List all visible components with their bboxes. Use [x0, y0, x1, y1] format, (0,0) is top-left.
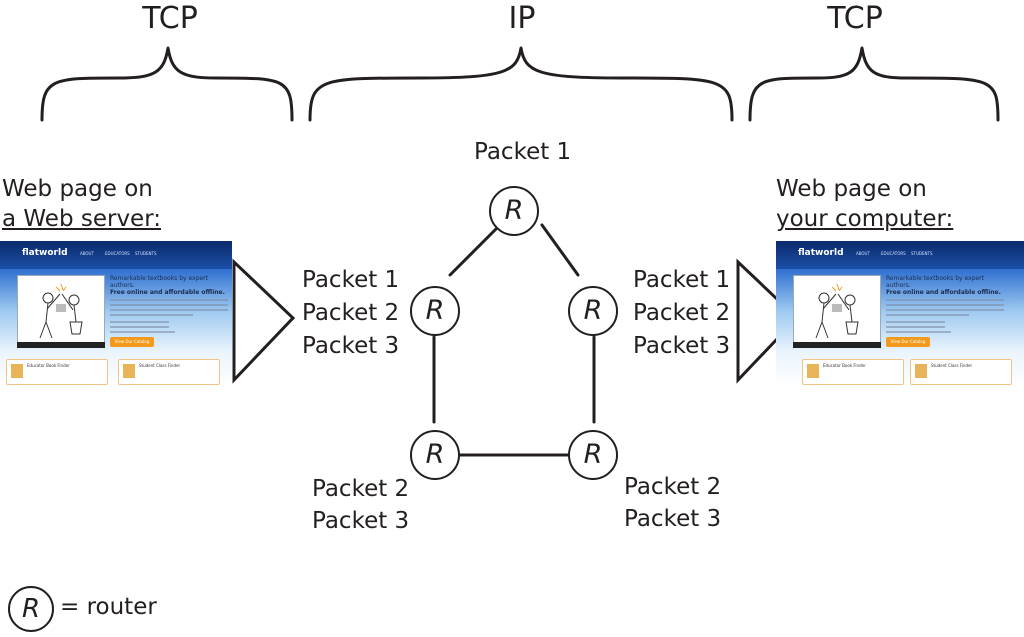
left-packets: Packet 1 Packet 2 Packet 3 — [302, 267, 399, 366]
router-bottom-right: R — [568, 430, 618, 480]
router-label: R — [425, 295, 445, 326]
webpage-logo: flatworld — [22, 248, 68, 258]
right-packets: Packet 1 Packet 2 Packet 3 — [633, 267, 730, 366]
webpage-headline: Remarkable textbooks by expert authors. — [110, 275, 208, 289]
webpage-catalog-button: View Our Catalog — [886, 337, 930, 347]
brace-tcp-right — [748, 46, 1000, 122]
header-ip: IP — [508, 1, 536, 36]
webpage-catalog-button: View Our Catalog — [110, 337, 154, 347]
source-label-line1: Web page on — [2, 176, 153, 202]
legend-text: = router — [60, 594, 157, 620]
link-top-right — [540, 223, 580, 277]
legend-router-icon: R — [8, 586, 54, 632]
router-label: R — [504, 195, 524, 226]
packet-label: Packet 2 — [312, 476, 410, 502]
bottom-left-packets: Packet 2 Packet 3 — [312, 476, 409, 540]
webpage-screenshot-server: flatworld ABOUT EDUCATORS STUDENTS Remar… — [0, 241, 232, 387]
webpage-nav-item: EDUCATORS — [105, 251, 130, 256]
webpage-card: Educator Book Finder — [6, 359, 108, 385]
packet-label: Packet 2 — [624, 474, 722, 500]
webpage-card: Student Class Finder — [910, 359, 1012, 385]
webpage-card: Student Class Finder — [118, 359, 220, 385]
brace-ip — [308, 46, 734, 122]
router-label: R — [583, 439, 603, 470]
webpage-subhead: Free online and affordable offline. — [886, 289, 1001, 296]
destination-label-line2: your computer: — [776, 206, 954, 232]
packet-label: Packet 3 — [624, 506, 722, 532]
video-controls — [793, 342, 881, 348]
webpage-header — [0, 241, 232, 269]
bottom-right-packets: Packet 2 Packet 3 — [624, 474, 721, 538]
arrow-right — [736, 258, 800, 384]
header-tcp-left: TCP — [142, 1, 198, 36]
webpage-card-title: Student Class Finder — [931, 363, 973, 368]
video-sketch — [815, 283, 859, 339]
webpage-nav-item: EDUCATORS — [881, 251, 906, 256]
webpage-nav-item: STUDENTS — [135, 251, 157, 256]
video-sketch — [39, 283, 83, 339]
webpage-screenshot-computer: flatworld ABOUT EDUCATORS STUDENTS Remar… — [776, 241, 1024, 387]
webpage-video — [793, 275, 881, 345]
router-mid-left: R — [410, 286, 460, 336]
packet-label: Packet 1 — [633, 267, 731, 293]
webpage-nav-item: ABOUT — [856, 251, 870, 256]
webpage-card-title: Educator Book Finder — [27, 363, 70, 368]
packet-label: Packet 3 — [302, 333, 400, 359]
packet-label: Packet 2 — [302, 300, 400, 326]
webpage-text: Remarkable textbooks by expert authors. … — [110, 275, 228, 333]
webpage-headline: Remarkable textbooks by expert authors. — [886, 275, 984, 289]
webpage-card-title: Educator Book Finder — [823, 363, 866, 368]
arrow-left — [232, 258, 296, 384]
packet-label: Packet 3 — [633, 333, 731, 359]
webpage-text: Remarkable textbooks by expert authors. … — [886, 275, 1004, 333]
legend-router-symbol: R — [21, 594, 41, 624]
router-top: R — [489, 186, 539, 236]
link-top-left — [448, 223, 502, 277]
webpage-logo: flatworld — [798, 248, 844, 258]
video-controls — [17, 342, 105, 348]
webpage-video — [17, 275, 105, 345]
router-bottom-left: R — [410, 430, 460, 480]
router-label: R — [583, 295, 603, 326]
source-label-line2: a Web server: — [2, 206, 162, 232]
router-mid-right: R — [568, 286, 618, 336]
packet-label: Packet 3 — [312, 508, 410, 534]
top-packet-label: Packet 1 — [474, 139, 572, 165]
webpage-header — [776, 241, 1024, 269]
webpage-nav-item: ABOUT — [80, 251, 94, 256]
destination-label-line1: Web page on — [776, 176, 927, 202]
packet-label: Packet 1 — [302, 267, 400, 293]
packet-label: Packet 2 — [633, 300, 731, 326]
webpage-subhead: Free online and affordable offline. — [110, 289, 225, 296]
webpage-nav-item: STUDENTS — [911, 251, 933, 256]
webpage-card: Educator Book Finder — [802, 359, 904, 385]
router-label: R — [425, 439, 445, 470]
webpage-card-title: Student Class Finder — [139, 363, 181, 368]
brace-tcp-left — [40, 46, 294, 122]
header-tcp-right: TCP — [827, 1, 883, 36]
